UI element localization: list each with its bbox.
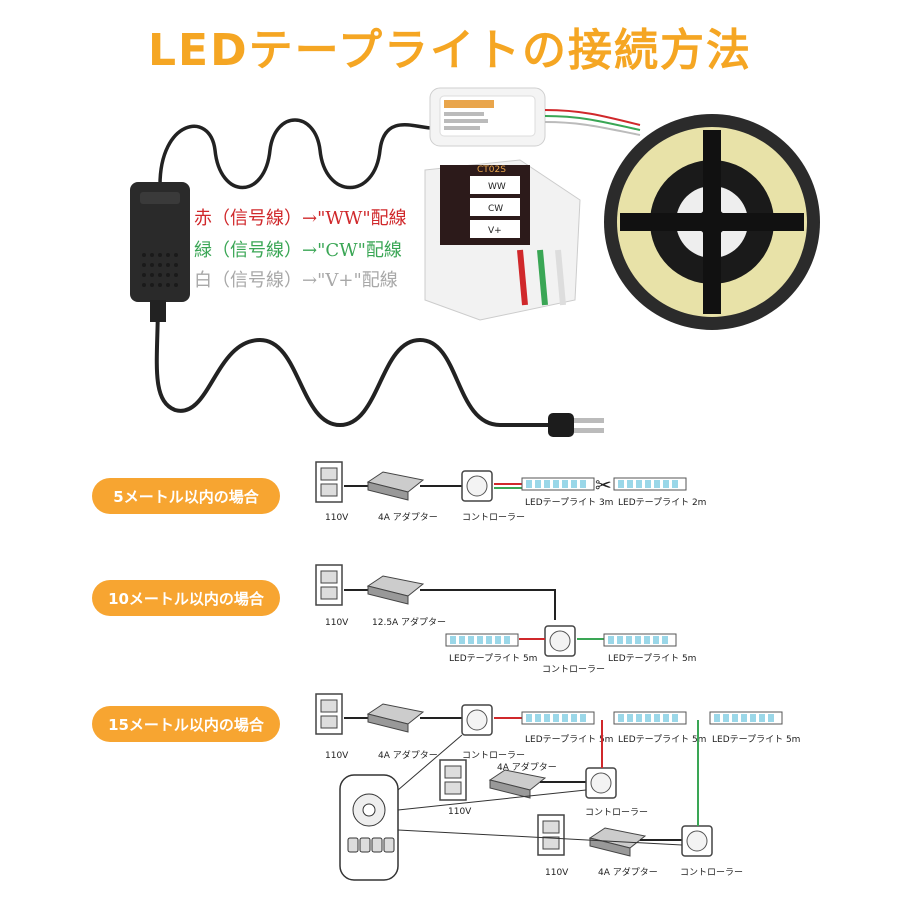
strip-label: LEDテープライト 3m [525,497,613,508]
outlet-icon [537,814,565,856]
controller-label: コントローラー [462,512,525,523]
wire-legend-red: 赤（信号線）→"WW"配線 [194,208,407,229]
outlet-icon [315,564,343,606]
outlet-icon [315,461,343,503]
outlet-icon [315,693,343,735]
led-reel-icon [604,114,820,330]
strip-label: LEDテープライト 5m [712,734,800,745]
controller-label: コントローラー [680,867,743,878]
terminal-cw-label: CW [488,204,503,214]
strip-label: LEDテープライト 5m [449,653,537,664]
controller-icon [461,704,493,736]
outlet-icon [439,759,467,801]
adapter-label: 4A アダプター [598,866,658,878]
adapter-icon [489,769,546,799]
adapter-label: 4A アダプター [378,749,438,761]
outlet-label: 110V [545,868,569,878]
strip-label: LEDテープライト 5m [608,653,696,664]
controller-icon [585,767,617,799]
controller-icon [544,625,576,657]
power-plug-icon [548,413,604,437]
adapter-icon [367,471,424,501]
outlet-label: 110V [448,807,472,817]
case-5m-label: 5メートル以内の場合 [92,478,280,514]
adapter-label: 12.5A アダプター [372,616,446,628]
page-title: LEDテープライトの接続方法 [148,25,752,76]
case-10m-label: 10メートル以内の場合 [92,580,280,616]
led-strip-icon [613,711,687,725]
power-adapter-icon [130,182,190,322]
strip-label: LEDテープライト 5m [525,734,613,745]
controller-label: コントローラー [462,750,525,761]
wire-legend-white: 白（信号線）→"V+"配線 [194,270,398,291]
adapter-label: 4A アダプター [378,511,438,523]
strip-label: LEDテープライト 5m [618,734,706,745]
wire-legend-green: 緑（信号線）→"CW"配線 [194,240,402,261]
case-15m-label: 15メートル以内の場合 [92,706,280,742]
led-strip-icon [521,711,595,725]
adapter-icon [367,575,424,605]
controller-model-label: CT02S [477,165,506,175]
scissors-icon: ✂ [595,473,612,497]
dc-cable-upper [158,118,436,190]
terminal-ww-label: WW [488,182,506,192]
ac-cable-lower [154,299,560,428]
led-strip-icon [603,633,677,647]
outlet-label: 110V [325,751,349,761]
strip-label: LEDテープライト 2m [618,497,706,508]
outlet-label: 110V [325,618,349,628]
terminal-v-label: V+ [488,226,502,236]
controller-icon [461,470,493,502]
outlet-label: 110V [325,513,349,523]
controller-closeup: CT02S WW CW V+ [424,159,581,321]
remote-control-icon [339,734,683,881]
adapter-label: 4A アダプター [497,761,557,773]
controller-label: コントローラー [542,664,605,675]
controller-icon [681,825,713,857]
adapter-icon [367,703,424,733]
controller-label: コントローラー [585,807,648,818]
led-strip-icon [521,477,595,491]
controller-box-icon [429,87,641,147]
led-strip-icon [613,477,687,491]
led-strip-icon [709,711,783,725]
led-strip-icon [445,633,519,647]
